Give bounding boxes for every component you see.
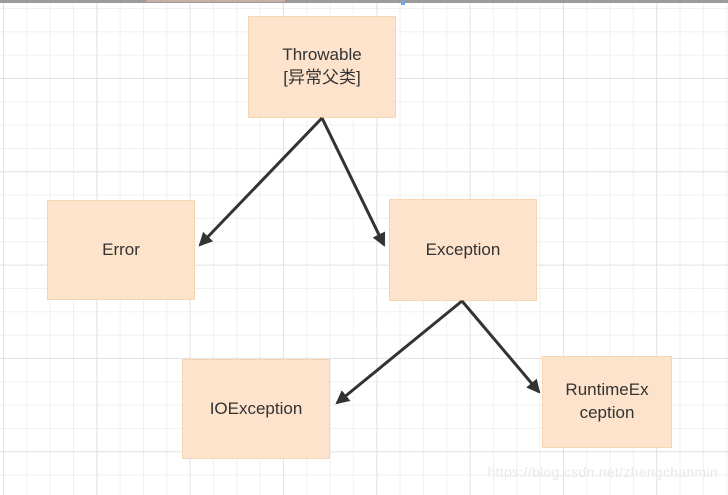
node-exception: Exception [389, 199, 537, 301]
top-edge-peach-fragment [146, 0, 285, 2]
top-edge-chrome-sliver [0, 0, 728, 5]
edge-exception-runtimeexception [460, 300, 541, 394]
node-error-label: Error [102, 239, 140, 259]
node-runtimeexception-label: RuntimeException [565, 380, 649, 422]
node-runtimeexception: RuntimeException [542, 356, 672, 448]
node-exception-label: Exception [425, 239, 501, 259]
edge-throwable-error [198, 116, 324, 247]
node-throwable-label: Throwable [282, 45, 362, 65]
csdn-watermark: https://blog.csdn.net/zhengchanmin [487, 464, 718, 480]
edge-exception-ioexception [335, 299, 463, 405]
node-ioexception: IOException [182, 359, 330, 459]
node-throwable: Throwable [异常父类] [248, 16, 396, 118]
node-ioexception-label: IOException [209, 398, 303, 418]
edge-throwable-exception [320, 117, 386, 247]
node-throwable-sublabel: [异常父类] [283, 68, 361, 87]
top-edge-blue-mark [401, 1, 405, 5]
node-error: Error [47, 200, 195, 300]
